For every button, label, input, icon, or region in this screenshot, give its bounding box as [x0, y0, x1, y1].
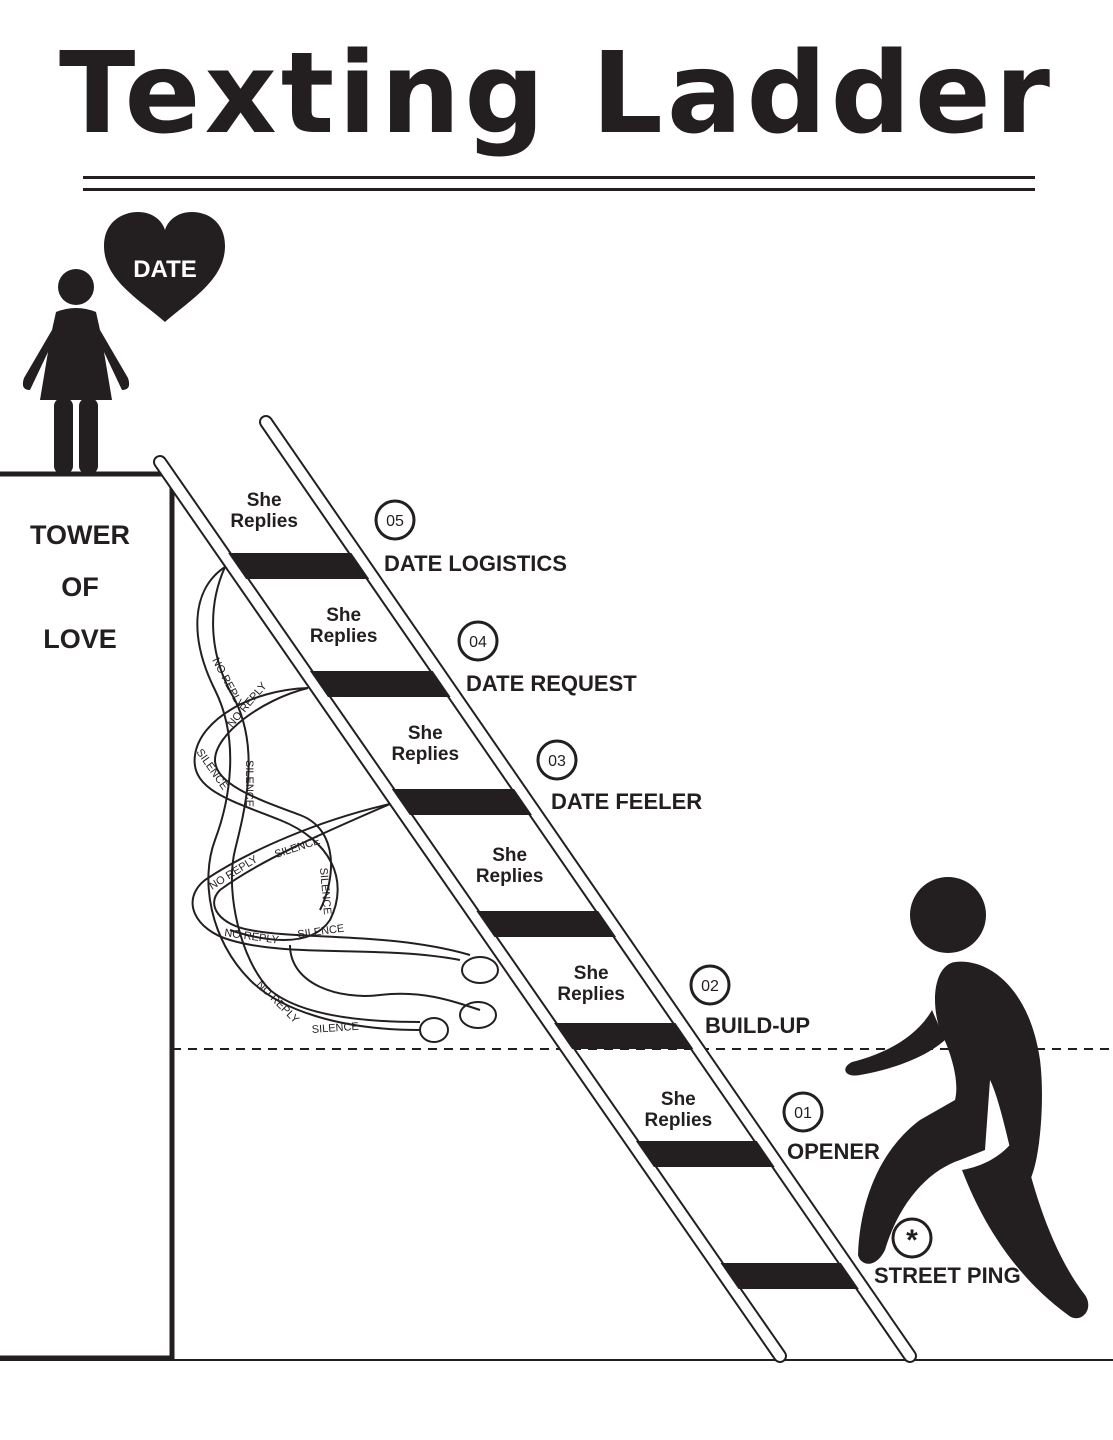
step-badge-number: 02: [701, 978, 719, 995]
step-label: STREET PING: [874, 1263, 1021, 1288]
she-replies-label: She: [247, 490, 282, 511]
step-badge-number: 05: [386, 513, 404, 530]
tower-of-love: TOWER OF LOVE: [0, 471, 175, 1361]
step-badge-circle: [689, 964, 731, 1006]
woman-icon: [22, 269, 130, 474]
snake-text: SILENCE: [273, 835, 321, 861]
snake-text: SILENCE: [311, 1021, 359, 1036]
ladder: [153, 415, 917, 1363]
she-replies-label: She: [408, 723, 443, 744]
snake-text: NO REPLY: [254, 979, 302, 1027]
heart-label: DATE: [133, 256, 197, 283]
step-label: DATE REQUEST: [466, 671, 637, 696]
step-badge-circle: [374, 499, 416, 541]
ladder-rung: [720, 1263, 859, 1289]
she-replies-label: Replies: [391, 744, 459, 765]
she-replies-label: Replies: [476, 866, 544, 887]
snake-text: SILENCE: [194, 747, 231, 792]
step-badge-number: 04: [469, 634, 487, 651]
snake-text: SILENCE: [317, 867, 333, 915]
step-badge-number: *: [906, 1224, 918, 1257]
step-badge-circle: [457, 620, 499, 662]
ladder-rung: [554, 1023, 694, 1049]
step-badge-number: 01: [794, 1105, 812, 1122]
tower-label-line-1: TOWER: [30, 520, 130, 550]
step-label: OPENER: [787, 1139, 880, 1164]
step-badge-number: 03: [548, 753, 566, 770]
ladder-rung: [391, 789, 532, 815]
snake-text: SILENCE: [297, 923, 345, 941]
title-rule-bottom: [83, 188, 1035, 191]
ladder-rung: [476, 911, 617, 937]
tower-label-line-2: OF: [61, 572, 99, 602]
snake-text: NO REPLY: [224, 927, 281, 947]
ladder-rung: [309, 671, 451, 697]
she-replies-label: She: [492, 845, 527, 866]
step-label: DATE FEELER: [551, 789, 702, 814]
step-badge-circle: [891, 1217, 933, 1259]
page-title: Texting Ladder: [58, 29, 1055, 159]
ladder-rung: [228, 553, 370, 579]
she-replies-label: Replies: [557, 984, 625, 1005]
she-replies-label: She: [661, 1089, 696, 1110]
step-label: DATE LOGISTICS: [384, 551, 567, 576]
snake-text: NO REPLY: [209, 656, 246, 711]
man-icon: [845, 877, 1089, 1319]
she-replies-label: She: [574, 963, 609, 984]
ladder-rung: [635, 1141, 775, 1167]
tower-label-line-3: LOVE: [43, 624, 117, 654]
she-replies-label: Replies: [230, 511, 298, 532]
snakes: [191, 566, 499, 1043]
step-badge-circle: [782, 1091, 824, 1133]
heart-icon: DATE: [104, 212, 225, 322]
step-label: BUILD-UP: [705, 1013, 810, 1038]
title-rule-top: [83, 176, 1035, 179]
she-replies-label: Replies: [645, 1110, 713, 1131]
she-replies-label: Replies: [310, 626, 378, 647]
snake-text: SILENCE: [243, 760, 255, 807]
step-badge-circle: [536, 739, 578, 781]
she-replies-label: She: [326, 605, 361, 626]
